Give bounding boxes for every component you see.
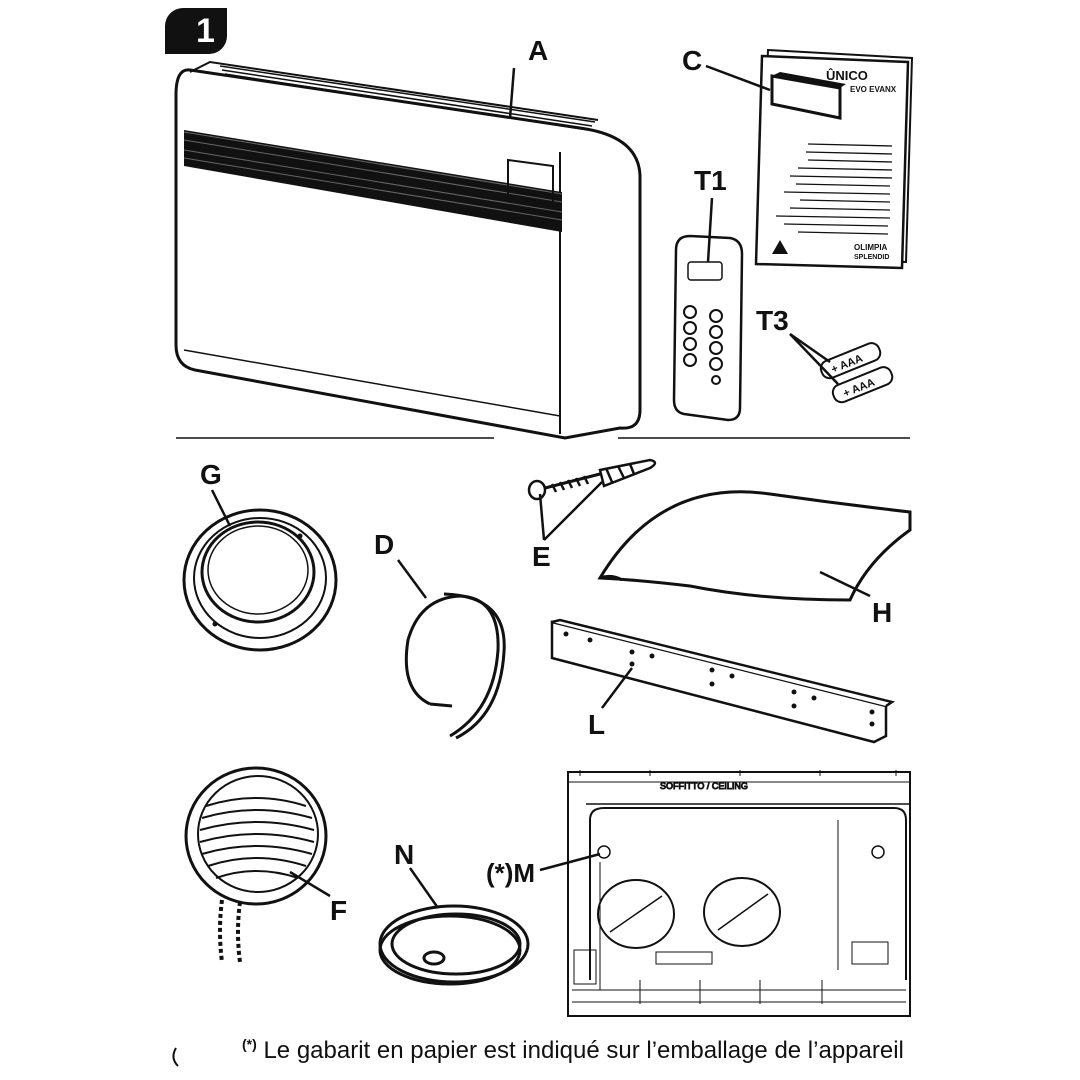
label-m: (*)M xyxy=(486,858,535,888)
label-t3: T3 xyxy=(756,305,789,336)
leader-line-t3a xyxy=(789,332,831,364)
sheet-panel-icon xyxy=(597,490,912,602)
air-conditioner-unit-icon xyxy=(174,60,642,440)
user-manual-icon: ÛNICO EVO EVANX OLIMPIA SPLENDID xyxy=(754,48,914,270)
label-e: E xyxy=(532,541,551,572)
screw-and-wall-plug-icon xyxy=(527,458,657,501)
label-g: G xyxy=(200,459,222,490)
drain-hose-icon xyxy=(378,904,530,986)
leader-line-c xyxy=(705,64,771,92)
leader-line-g xyxy=(210,489,232,527)
leader-line-a xyxy=(508,67,516,119)
leader-line-m xyxy=(539,852,601,872)
leader-line-f xyxy=(289,870,331,898)
leader-line-t1 xyxy=(706,197,714,263)
footnote-text: Le gabarit en papier est indiqué sur l’e… xyxy=(256,1037,904,1064)
leader-line-e1 xyxy=(538,493,546,541)
external-grille-icon xyxy=(184,766,328,963)
corner-mark xyxy=(172,1047,179,1067)
manual-model: EVO EVANX xyxy=(850,85,897,94)
label-t1: T1 xyxy=(694,165,727,196)
aaa-batteries-icon: + AAA + AAA xyxy=(819,342,894,404)
manual-brand: ÛNICO xyxy=(826,68,868,83)
label-a: A xyxy=(528,35,548,66)
figure-number: 1 xyxy=(196,12,215,50)
manual-maker-sub: SPLENDID xyxy=(854,254,889,261)
label-d: D xyxy=(374,529,394,560)
leader-line-d xyxy=(396,559,428,599)
mounting-bracket-icon xyxy=(550,618,896,744)
remote-control-icon xyxy=(672,234,744,422)
label-c: C xyxy=(682,45,702,76)
leader-line-t3b xyxy=(789,333,839,385)
footnote: (*) Le gabarit en papier est indiqué sur… xyxy=(242,1036,904,1065)
paper-template-icon: SOFFITTO / CEILING xyxy=(567,770,911,1017)
flange-ring-icon xyxy=(182,508,338,652)
figure-number-badge: 1 xyxy=(165,8,227,54)
footnote-marker: (*) xyxy=(242,1036,257,1052)
label-h: H xyxy=(872,597,892,628)
label-n: N xyxy=(394,839,414,870)
label-f: F xyxy=(330,895,347,926)
label-l: L xyxy=(588,709,605,740)
leader-line-e2 xyxy=(543,481,603,541)
template-ceiling-label: SOFFITTO / CEILING xyxy=(660,781,748,791)
sealing-strip-icon xyxy=(404,592,506,740)
leader-line-l xyxy=(601,667,633,709)
leader-line-n xyxy=(408,867,440,909)
leader-line-h xyxy=(819,570,871,598)
manual-maker: OLIMPIA xyxy=(854,243,888,252)
